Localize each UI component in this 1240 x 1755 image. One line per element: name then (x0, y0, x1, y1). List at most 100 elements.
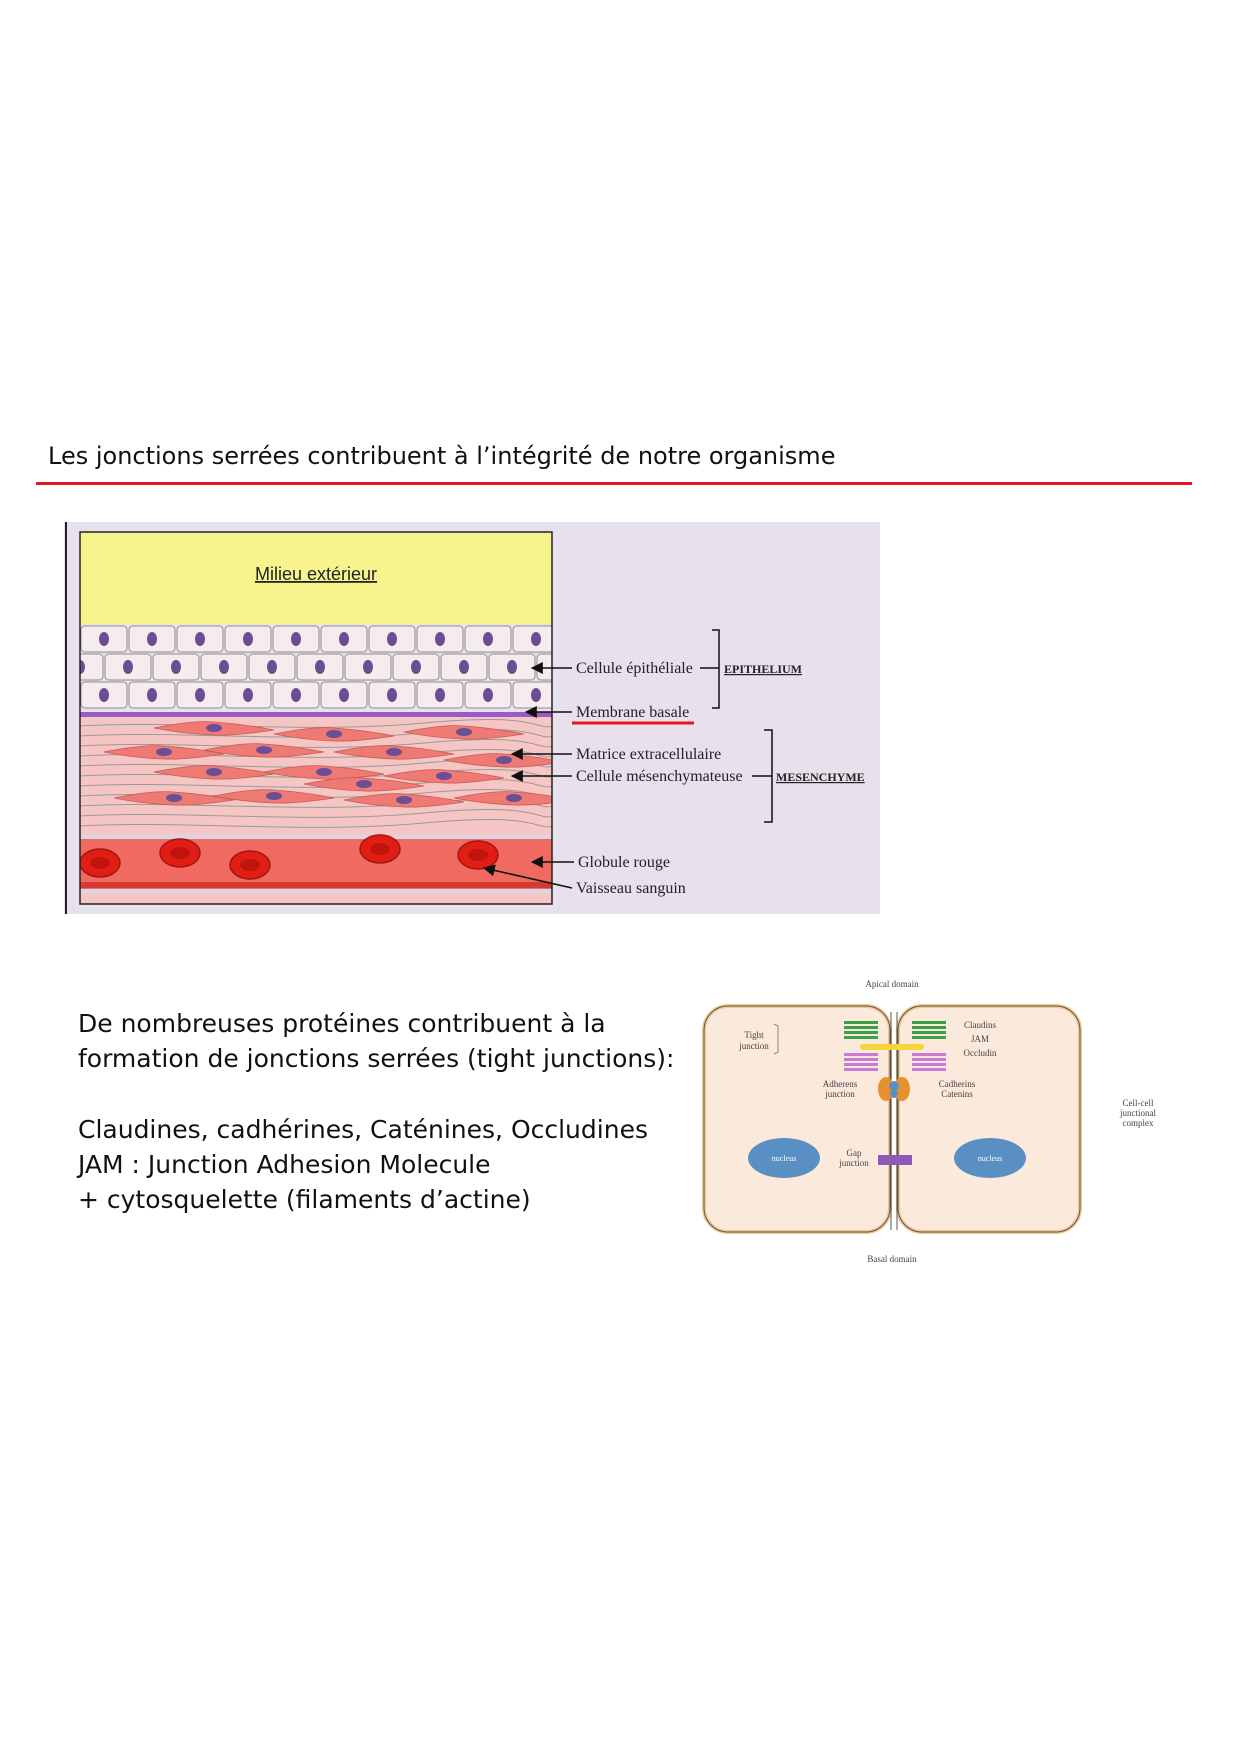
epithelial-nucleus (387, 688, 397, 702)
mesenchymal-nucleus (386, 748, 402, 756)
gap-label-1: Gap (847, 1148, 862, 1158)
apical-domain-label: Apical domain (865, 979, 919, 989)
mesenchymal-nucleus (356, 780, 372, 788)
epithelial-nucleus (219, 660, 229, 674)
complex-label-1: Cell-cell (1123, 1098, 1154, 1108)
mesenchymal-nucleus (206, 724, 222, 732)
epithelial-nucleus (339, 632, 349, 646)
epithelial-nucleus (291, 632, 301, 646)
epithelial-nucleus (363, 660, 373, 674)
page-title: Les jonctions serrées contribuent à l’in… (48, 442, 836, 470)
epithelial-nucleus (243, 632, 253, 646)
adherens-label-1: Adherens (823, 1079, 858, 1089)
mesenchymal-nucleus (316, 768, 332, 776)
epithelial-cell (80, 653, 104, 681)
adherens-label-2: junction (824, 1089, 855, 1099)
red-blood-cell-center (370, 843, 390, 855)
ecm-label: Matrice extracellulaire (576, 746, 721, 763)
epithelium-cells (80, 625, 552, 709)
title-underline (36, 482, 1192, 485)
mesenchymal-nucleus (506, 794, 522, 802)
basement-membrane (80, 712, 552, 717)
right-nucleus-label: nucleus (978, 1154, 1002, 1163)
basement-membrane-label: Membrane basale (576, 704, 689, 721)
mesenchymal-nucleus (496, 756, 512, 764)
red-blood-cell-center (240, 859, 260, 871)
epithelial-nucleus (483, 632, 493, 646)
body-text: De nombreuses protéines contribuent à la… (78, 1006, 674, 1217)
junctions-diagram: Apical domain Basal domain Tight junctio… (702, 979, 1156, 1264)
occludin-label: Occludin (964, 1048, 997, 1058)
mesenchymal-nucleus (326, 730, 342, 738)
body-line-4: JAM : Junction Adhesion Molecule (78, 1150, 491, 1179)
red-blood-cell-center (90, 857, 110, 869)
epithelial-nucleus (387, 632, 397, 646)
body-line-5: + cytosquelette (filaments d’actine) (78, 1185, 531, 1214)
outside-medium-area (80, 532, 552, 624)
epithelial-nucleus (99, 632, 109, 646)
epithelial-nucleus (80, 660, 85, 674)
ecm-fiber (80, 719, 552, 728)
epithelial-nucleus (243, 688, 253, 702)
gap-label-2: junction (838, 1158, 869, 1168)
red-blood-cell-label: Globule rouge (578, 854, 670, 871)
epithelial-nucleus (195, 688, 205, 702)
red-blood-cell-center (170, 847, 190, 859)
ecm-fiber (80, 819, 552, 828)
claudins-label: Claudins (964, 1020, 996, 1030)
mesenchymal-cell (453, 791, 552, 806)
mesenchymal-cell-label: Cellule mésenchymateuse (576, 768, 743, 785)
ecm-fiber (80, 809, 552, 818)
mesenchymal-nucleus (156, 748, 172, 756)
epithelial-nucleus (507, 660, 517, 674)
epithelial-nucleus (435, 632, 445, 646)
complex-label-2: junctional (1119, 1108, 1156, 1118)
gap-junction (878, 1155, 912, 1165)
epithelial-nucleus (483, 688, 493, 702)
epithelium-group-label: EPITHELIUM (724, 662, 802, 676)
mesenchymal-nucleus (396, 796, 412, 804)
body-line-3: Claudines, cadhérines, Caténines, Occlud… (78, 1115, 648, 1144)
left-cell (702, 1004, 892, 1234)
mesenchymal-nucleus (436, 772, 452, 780)
epithelial-nucleus (99, 688, 109, 702)
epithelial-nucleus (459, 660, 469, 674)
basal-domain-label: Basal domain (867, 1254, 917, 1264)
catenins-label: Catenins (941, 1089, 973, 1099)
left-nucleus-label: nucleus (772, 1154, 796, 1163)
epithelial-nucleus (267, 660, 277, 674)
epithelial-nucleus (291, 688, 301, 702)
mesenchyme-group-label: MESENCHYME (776, 770, 865, 784)
epithelial-nucleus (171, 660, 181, 674)
epithelial-nucleus (123, 660, 133, 674)
epithelial-nucleus (411, 660, 421, 674)
epithelial-nucleus (315, 660, 325, 674)
epithelial-nucleus (531, 688, 541, 702)
body-line-2: formation de jonctions serrées (tight ju… (78, 1044, 675, 1073)
jam-label: JAM (971, 1034, 989, 1044)
mesenchymal-nucleus (166, 794, 182, 802)
right-nucleus (954, 1138, 1026, 1178)
outside-medium-label: Milieu extérieur (255, 564, 377, 584)
epithelial-nucleus (531, 632, 541, 646)
blood-vessel-wall (80, 835, 552, 839)
epithelial-nucleus (147, 688, 157, 702)
mesenchymal-nucleus (456, 728, 472, 736)
body-line-1: De nombreuses protéines contribuent à la (78, 1009, 606, 1038)
epithelial-nucleus (147, 632, 157, 646)
epithelial-nucleus (195, 632, 205, 646)
mesenchymal-nucleus (256, 746, 272, 754)
epithelial-nucleus (435, 688, 445, 702)
red-blood-cell-center (468, 849, 488, 861)
left-nucleus (748, 1138, 820, 1178)
tight-junction-label-1: Tight (744, 1030, 764, 1040)
cadherins-label: Cadherins (939, 1079, 976, 1089)
jam-protein (860, 1044, 924, 1050)
mesenchymal-nucleus (206, 768, 222, 776)
blood-vessel-label: Vaisseau sanguin (576, 880, 686, 897)
tissue-diagram: Milieu extérieur Cellule épithéliale Mem… (64, 522, 880, 914)
epithelial-cell-label: Cellule épithéliale (576, 660, 693, 677)
tight-junction-label-2: junction (738, 1041, 769, 1051)
complex-label-3: complex (1123, 1118, 1154, 1128)
mesenchymal-nucleus (266, 792, 282, 800)
